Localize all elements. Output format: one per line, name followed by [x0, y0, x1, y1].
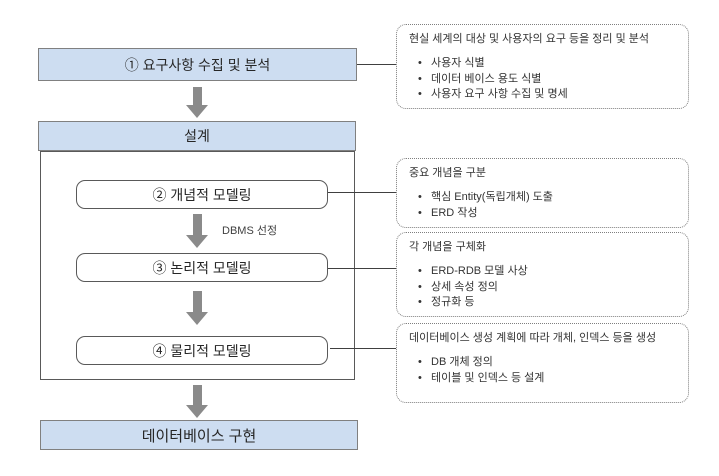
- connector-line-requirements: [357, 64, 396, 65]
- annotation-bullet: ERD-RDB 모델 사상: [415, 264, 678, 279]
- step-label-physical: ④ 물리적 모델링: [152, 342, 252, 359]
- arrow-shaft: [192, 291, 202, 312]
- step-box-conceptual: ② 개념적 모델링: [76, 180, 328, 209]
- annotation-title: 각 개념을 구체화: [409, 241, 486, 253]
- annotation-requirements: 현실 세계의 대상 및 사용자의 요구 등을 정리 및 분석 사용자 식별 데이…: [396, 24, 689, 110]
- annotation-conceptual: 중요 개념을 구분 핵심 Entity(독립개체) 도출 ERD 작성: [396, 158, 689, 228]
- step-box-design: 설계: [38, 121, 356, 151]
- annotation-bullet: 정규화 등: [415, 295, 678, 310]
- step-label-requirements: ① 요구사항 수집 및 분석: [124, 56, 271, 73]
- step-box-physical: ④ 물리적 모델링: [76, 336, 328, 365]
- annotation-bullet-list: 핵심 Entity(독립개체) 도출 ERD 작성: [415, 190, 678, 220]
- step-label-conceptual: ② 개념적 모델링: [152, 186, 252, 203]
- annotation-bullet: DB 개체 정의: [415, 355, 678, 370]
- annotation-logical: 각 개념을 구체화 ERD-RDB 모델 사상 상세 속성 정의 정규화 등: [396, 232, 689, 318]
- annotation-bullet: 상세 속성 정의: [415, 280, 678, 295]
- arrow-head: [186, 312, 208, 325]
- connector-line-physical: [330, 348, 396, 349]
- annotation-bullet-list: DB 개체 정의 테이블 및 인덱스 등 설계: [415, 355, 678, 385]
- arrow-shaft: [192, 87, 202, 105]
- down-arrow-2: [186, 214, 208, 248]
- annotation-bullet: ERD 작성: [415, 206, 678, 221]
- step-box-requirements: ① 요구사항 수집 및 분석: [38, 48, 357, 81]
- step-box-implementation: 데이터베이스 구현: [40, 420, 358, 450]
- annotation-bullet: 사용자 식별: [415, 56, 678, 71]
- arrow-shaft: [192, 214, 202, 235]
- arrow-head: [186, 235, 208, 248]
- annotation-bullet: 핵심 Entity(독립개체) 도출: [415, 190, 678, 205]
- annotation-physical: 데이터베이스 생성 계획에 따라 개체, 인덱스 등을 생성 DB 개체 정의 …: [396, 323, 689, 403]
- step-label-logical: ③ 논리적 모델링: [152, 259, 252, 276]
- down-arrow-3: [186, 291, 208, 325]
- annotation-bullet-list: ERD-RDB 모델 사상 상세 속성 정의 정규화 등: [415, 264, 678, 309]
- annotation-bullet: 사용자 요구 사항 수집 및 명세: [415, 87, 678, 102]
- step-box-logical: ③ 논리적 모델링: [76, 253, 328, 282]
- annotation-title: 현실 세계의 대상 및 사용자의 요구 등을 정리 및 분석: [409, 33, 650, 45]
- arrow-head: [186, 105, 208, 118]
- annotation-title: 중요 개념을 구분: [409, 167, 486, 179]
- arrow-head: [186, 405, 208, 418]
- annotation-bullet: 테이블 및 인덱스 등 설계: [415, 371, 678, 386]
- arrow-shaft: [192, 385, 202, 405]
- dbms-selection-label: DBMS 선정: [222, 225, 278, 237]
- annotation-bullet: 데이터 베이스 용도 식별: [415, 72, 678, 87]
- annotation-title: 데이터베이스 생성 계획에 따라 개체, 인덱스 등을 생성: [409, 332, 657, 344]
- down-arrow-1: [186, 87, 208, 118]
- step-label-design: 설계: [184, 128, 210, 144]
- step-label-implementation: 데이터베이스 구현: [141, 427, 257, 445]
- connector-line-logical: [328, 268, 396, 269]
- down-arrow-4: [186, 385, 208, 418]
- connector-line-conceptual: [328, 192, 396, 193]
- annotation-bullet-list: 사용자 식별 데이터 베이스 용도 식별 사용자 요구 사항 수집 및 명세: [415, 56, 678, 101]
